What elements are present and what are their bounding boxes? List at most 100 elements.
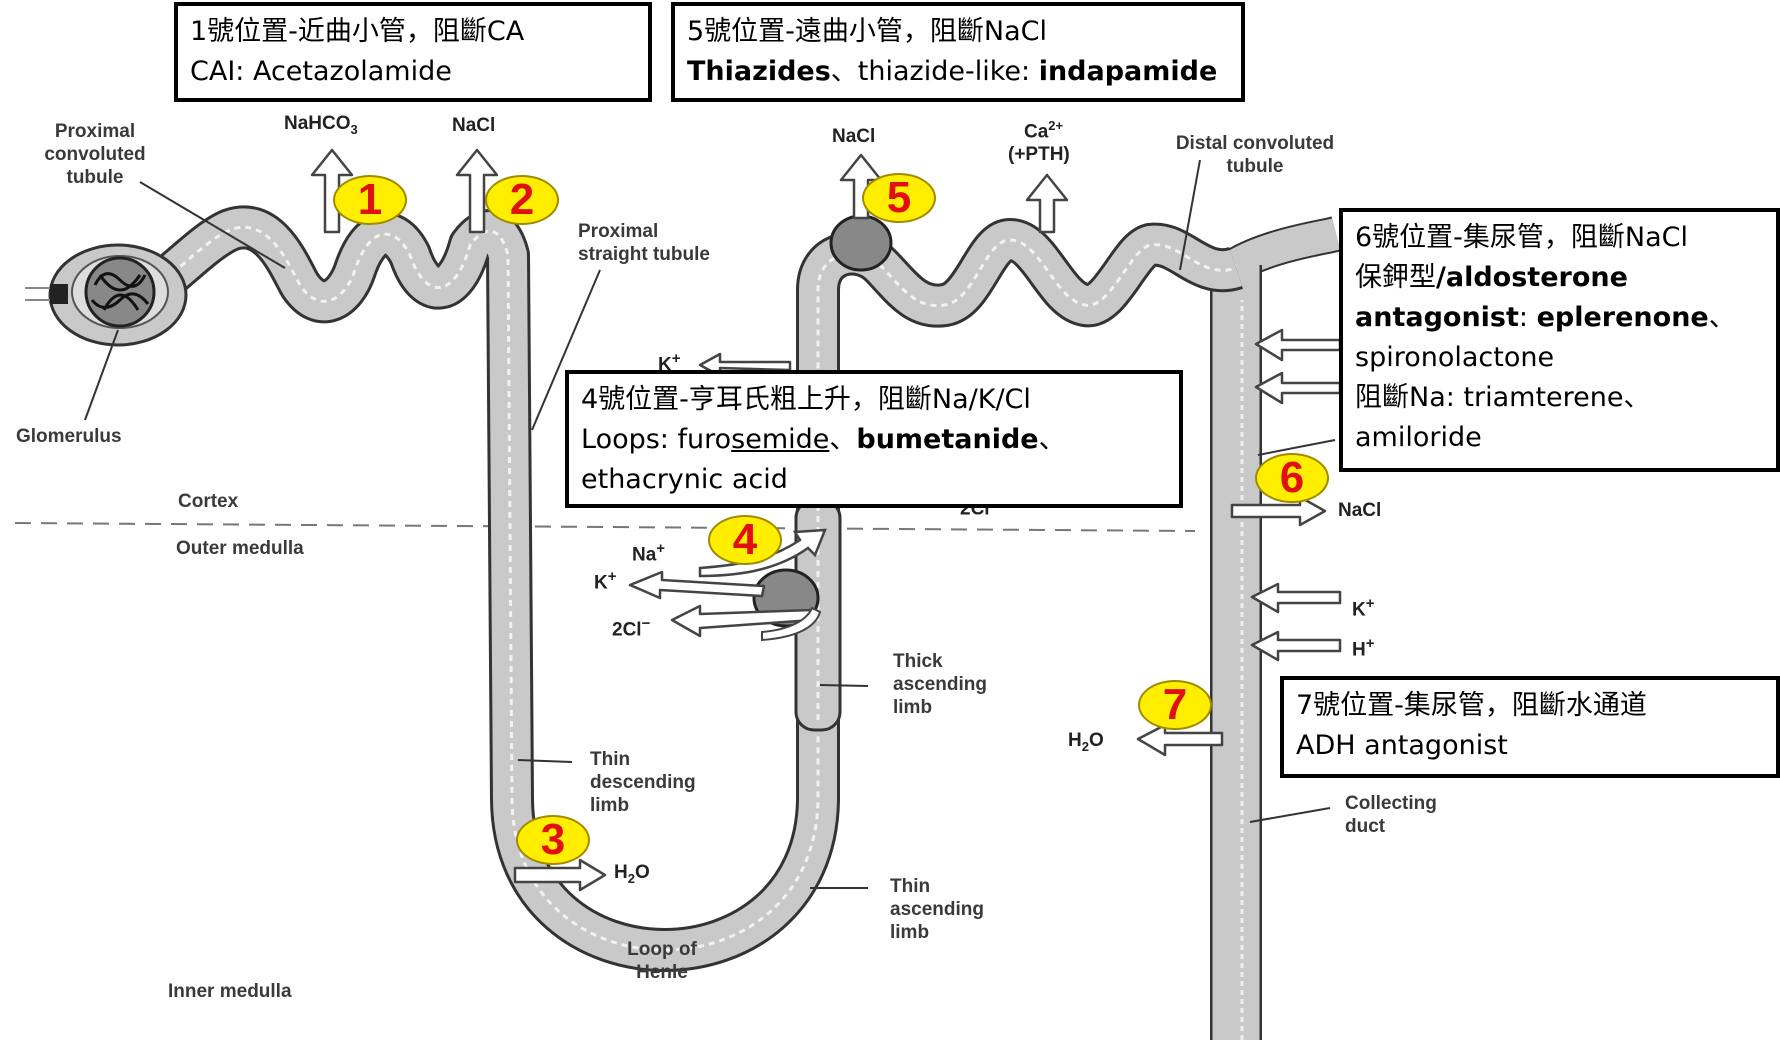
label-inner-medulla: Inner medulla <box>168 981 292 1002</box>
ion-text: H <box>614 862 628 883</box>
h-cd-arrow <box>1250 630 1342 662</box>
box7-line2: ADH antagonist <box>1296 730 1508 761</box>
ion-nacl-cd: NaCl <box>1338 500 1382 521</box>
site-badge-5: 5 <box>862 173 936 223</box>
box4-line3: ethacrynic acid <box>581 464 788 495</box>
ion-text: O <box>634 862 650 883</box>
annotation-box-7: 7號位置-集尿管，阻斷水通道 ADH antagonist <box>1280 676 1780 778</box>
k-tal-arrow <box>628 570 766 600</box>
glomerulus-tuft <box>25 256 156 328</box>
ion-pth: (+PTH) <box>1008 144 1070 165</box>
label-line: duct <box>1345 816 1386 837</box>
site-badge-3: 3 <box>516 815 590 865</box>
cortex-medulla-boundary <box>14 522 1196 532</box>
ion-nacl-dct: NaCl <box>832 126 876 147</box>
ion-text: O <box>1088 730 1104 751</box>
annotation-box-1: 1號位置-近曲小管，阻斷CA CAI: Acetazolamide <box>174 2 652 102</box>
k-top-arrow <box>698 352 792 378</box>
label-distal-convoluted-tubule: Distal convoluted tubule <box>1160 132 1350 178</box>
box4-line1: 4號位置-亨耳氏粗上升，阻斷Na/K/Cl <box>581 384 1031 415</box>
label-proximal-convoluted-tubule: Proximal convoluted tubule <box>30 120 160 189</box>
ca-arrow <box>1025 173 1069 234</box>
box5-indapamide: indapamide <box>1038 56 1218 87</box>
ion-nacl-pct: NaCl <box>452 115 496 136</box>
label-line: ascending <box>893 674 987 695</box>
label-thick-ascending-limb: Thick ascending limb <box>893 650 987 719</box>
dct-nacl-transporter <box>829 214 893 272</box>
label-line: Proximal <box>578 221 659 242</box>
annotation-box-6: 6號位置-集尿管，阻斷NaCl 保鉀型/aldosterone antagoni… <box>1339 208 1780 472</box>
label-collecting-duct: Collecting duct <box>1345 792 1437 838</box>
nacl-pct-arrow <box>455 148 499 234</box>
box6-line2: 保鉀型/aldosterone <box>1355 258 1764 298</box>
ion-text: H <box>1352 639 1366 661</box>
label-line: convoluted <box>44 144 146 165</box>
box6-aldosterone: /aldosterone <box>1436 262 1628 293</box>
label-proximal-straight-tubule: Proximal straight tubule <box>578 220 710 266</box>
cd-upper-arrow-2 <box>1254 371 1342 405</box>
box6-eplerenone: eplerenone <box>1536 302 1709 333</box>
site-badge-6: 6 <box>1255 453 1329 503</box>
box4-loops: Loops: furo <box>581 424 732 455</box>
box7-line1: 7號位置-集尿管，阻斷水通道 <box>1296 690 1647 721</box>
label-line: Distal convoluted <box>1175 133 1335 154</box>
nephron-tubule <box>119 205 1243 972</box>
label-line: descending <box>590 772 696 793</box>
ion-na-plus: Na+ <box>632 540 665 566</box>
site-badge-2: 2 <box>485 175 559 225</box>
ion-superscript: + <box>607 568 617 585</box>
box6-antagonist: antagonist <box>1355 302 1519 333</box>
label-thin-ascending-limb: Thin ascending limb <box>890 875 984 944</box>
box6-k-sparing: 保鉀型 <box>1355 262 1436 293</box>
label-line: Collecting <box>1345 793 1437 814</box>
ion-k-plus-cd: K+ <box>1352 595 1375 621</box>
ion-text: NaHCO <box>284 113 351 134</box>
label-cortex: Cortex <box>178 491 239 512</box>
box5-thiazides: Thiazides <box>687 56 831 87</box>
ion-h2o-loop: H2O <box>614 862 650 886</box>
box6-colon: : <box>1518 302 1537 333</box>
ion-two-cl: 2Cl− <box>612 615 650 641</box>
ion-superscript: + <box>1365 635 1375 652</box>
ion-subscript: 3 <box>350 121 358 137</box>
ion-text: K <box>594 572 608 594</box>
ion-nahco3: NaHCO3 <box>284 113 358 137</box>
ion-text: Na <box>632 544 657 566</box>
label-line: limb <box>893 697 933 718</box>
box5-mid: 、thiazide-like: <box>830 56 1039 87</box>
label-line: Thick <box>893 651 943 672</box>
box6-line4: spironolactone <box>1355 342 1555 373</box>
ion-text: Ca <box>1024 121 1049 143</box>
ion-calcium: Ca2+ <box>1024 118 1063 143</box>
ion-subscript: 2 <box>627 870 635 886</box>
box6-line6: amiloride <box>1355 422 1482 453</box>
box6-line5: 阻斷Na: triamterene、 <box>1355 382 1651 413</box>
ion-superscript: + <box>671 350 681 367</box>
ion-text: H <box>1068 730 1082 751</box>
label-line: tubule <box>66 167 124 188</box>
annotation-box-5: 5號位置-遠曲小管，阻斷NaCl Thiazides、thiazide-like… <box>671 2 1245 102</box>
k-cd-arrow <box>1250 582 1342 614</box>
label-line: limb <box>590 795 630 816</box>
annotation-box-4: 4號位置-亨耳氏粗上升，阻斷Na/K/Cl Loops: furosemide、… <box>565 370 1183 508</box>
label-outer-medulla: Outer medulla <box>176 538 304 559</box>
site-badge-4: 4 <box>708 515 782 565</box>
label-line: Loop of <box>627 939 697 960</box>
box1-line1: 1號位置-近曲小管，阻斷CA <box>190 16 525 47</box>
box4-bumetanide: bumetanide <box>856 424 1039 455</box>
label-line: Proximal <box>54 121 136 142</box>
label-line: straight tubule <box>578 244 710 265</box>
box4-line2: Loops: furosemide、bumetanide、 <box>581 420 1167 460</box>
h2o-loop-arrow <box>513 858 607 892</box>
label-loop-of-henle: Loop of Henle <box>612 938 712 984</box>
ion-superscript: + <box>1365 595 1375 612</box>
label-glomerulus: Glomerulus <box>16 426 122 447</box>
site-badge-7: 7 <box>1138 680 1212 730</box>
box1-line2: CAI: Acetazolamide <box>190 56 452 87</box>
label-line: limb <box>890 922 930 943</box>
label-line: Thin <box>890 876 931 897</box>
ion-h2o-cd: H2O <box>1068 730 1104 754</box>
ion-text: K <box>1352 599 1366 621</box>
box6-line1: 6號位置-集尿管，阻斷NaCl <box>1355 222 1689 253</box>
box4-semide: semide <box>731 424 830 455</box>
